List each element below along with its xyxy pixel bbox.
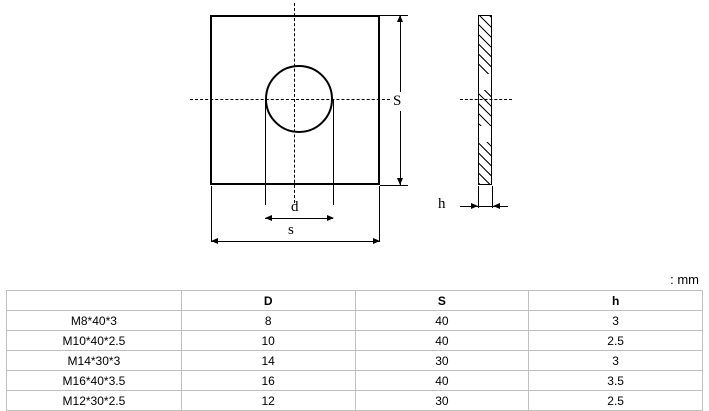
side-view-body — [478, 15, 492, 185]
label-s-vertical: S — [392, 92, 403, 111]
dim-line-s-horizontal — [211, 241, 380, 242]
side-view-centerline — [460, 99, 512, 100]
dim-line-h — [460, 206, 508, 207]
table-cell-1-2: 40 — [354, 330, 530, 351]
table-cell-4-1: 12 — [180, 390, 356, 411]
table-cell-3-1: 16 — [180, 370, 356, 391]
table-cell-4-2: 30 — [354, 390, 530, 411]
arrow-up-s — [397, 15, 403, 22]
section-hatch — [479, 16, 491, 184]
table-cell-1-0: M10*40*2.5 — [6, 330, 182, 351]
arrow-left-h — [493, 203, 500, 209]
arrow-right-s — [373, 238, 380, 244]
unit-note: : mm — [670, 272, 699, 287]
ext-line-bottom — [380, 185, 408, 186]
table-cell-2-0: M14*30*3 — [6, 350, 182, 371]
arrow-left-d — [265, 215, 272, 221]
table-cell-2-2: 30 — [354, 350, 530, 371]
table-cell-3-2: 40 — [354, 370, 530, 391]
label-s-horizontal: s — [288, 222, 294, 238]
table-cell-2-1: 14 — [180, 350, 356, 371]
table-header-cell-2: S — [354, 290, 530, 311]
ext-line-h-right — [492, 186, 493, 208]
label-d: d — [291, 199, 299, 215]
ext-line-left — [211, 186, 212, 241]
table-cell-0-3: 3 — [528, 310, 703, 331]
table-cell-4-0: M12*30*2.5 — [6, 390, 182, 411]
table-cell-4-3: 2.5 — [528, 390, 703, 411]
arrow-left-s — [211, 238, 218, 244]
ext-line-h-left — [478, 186, 479, 208]
drawing-area: S d s h — [190, 3, 512, 244]
arrow-down-s — [397, 178, 403, 185]
dim-line-d — [265, 218, 333, 219]
label-h: h — [438, 196, 446, 212]
table-header-cell-1: D — [180, 290, 356, 311]
table-cell-2-3: 3 — [528, 350, 703, 371]
ext-line-top — [380, 15, 408, 16]
arrow-right-d — [327, 215, 334, 221]
arrow-right-h — [471, 203, 478, 209]
table-cell-0-0: M8*40*3 — [6, 310, 182, 331]
ext-line-hole-left — [265, 99, 266, 205]
table-cell-3-3: 3.5 — [528, 370, 703, 391]
table-cell-1-3: 2.5 — [528, 330, 703, 351]
table-cell-3-0: M16*40*3.5 — [6, 370, 182, 391]
table-header-cell-0 — [6, 290, 182, 311]
table-header-cell-3: h — [528, 290, 703, 311]
hole-gap-bottom — [479, 126, 491, 142]
vertical-centerline — [294, 3, 295, 203]
ext-line-right — [379, 186, 380, 241]
table-cell-0-1: 8 — [180, 310, 356, 331]
table-cell-0-2: 40 — [354, 310, 530, 331]
hole-gap-top — [479, 74, 491, 90]
table-cell-1-1: 10 — [180, 330, 356, 351]
horizontal-centerline — [190, 99, 400, 100]
ext-line-hole-right — [333, 99, 334, 205]
